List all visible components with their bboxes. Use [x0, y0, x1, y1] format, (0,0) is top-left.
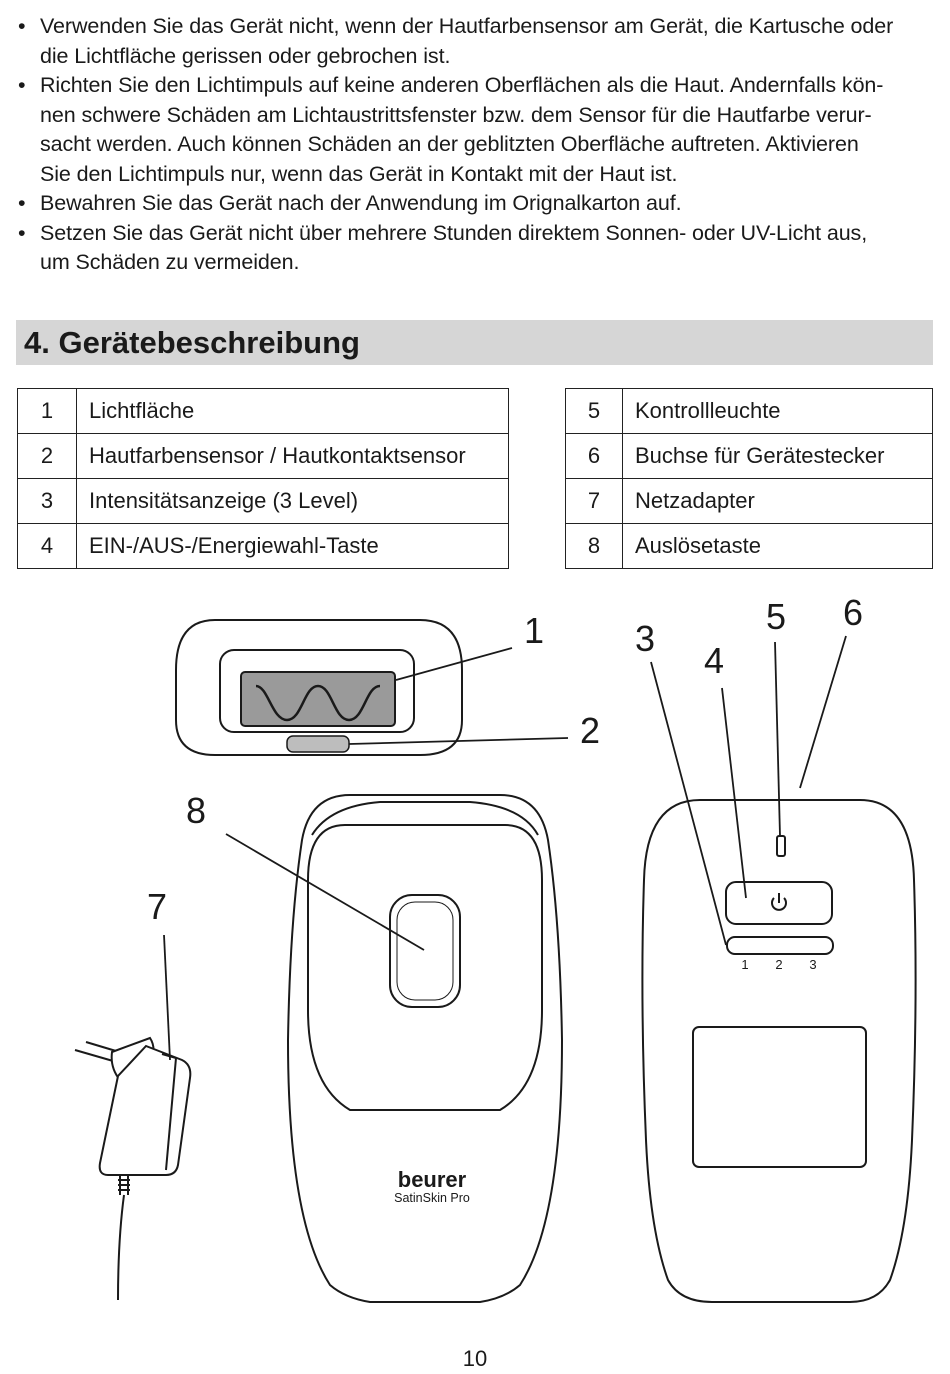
safety-bullet-list: • Verwenden Sie das Gerät nicht, wenn der… — [16, 12, 936, 278]
bullet-item: • Setzen Sie das Gerät nicht über mehrere… — [16, 219, 936, 278]
legend-number: 2 — [17, 433, 77, 479]
legend-number: 1 — [17, 388, 77, 434]
bullet-line: die Lichtfläche gerissen oder gebrochen … — [40, 43, 451, 68]
callout-line-3 — [650, 661, 727, 946]
trigger-button-inner — [396, 901, 454, 1001]
legend-label: Netzadapter — [622, 478, 933, 524]
legend-number: 4 — [17, 523, 77, 569]
callout-number: 1 — [524, 610, 544, 651]
legend-number: 8 — [565, 523, 623, 569]
wave-icon — [255, 684, 381, 722]
callout-line-6 — [799, 635, 847, 789]
legend-label: Kontrollleuchte — [622, 388, 933, 434]
bullet-item: • Bewahren Sie das Gerät nach der Anwendu… — [16, 189, 936, 219]
legend-label: Intensitätsanzeige (3 Level) — [76, 478, 509, 524]
callout-line-5 — [774, 641, 781, 837]
section-title: 4. Gerätebeschreibung — [24, 325, 360, 360]
callout-number: 2 — [580, 710, 600, 751]
legend-label: Lichtfläche — [76, 388, 509, 434]
callout-line-8 — [225, 833, 425, 951]
handpiece-body — [286, 794, 564, 1303]
adapter-strain-relief — [118, 1176, 130, 1195]
callout-number: 8 — [186, 790, 206, 831]
power-adapter — [74, 1036, 192, 1301]
callout-number: 4 — [704, 640, 724, 681]
brand-logo: beurer — [398, 1167, 467, 1192]
bullet-line: um Schäden zu vermeiden. — [40, 250, 300, 274]
bullet-line: sacht werden. Auch können Schäden an der… — [40, 132, 859, 156]
callout-line-7 — [163, 934, 171, 1061]
bullet-item: • Richten Sie den Lichtimpuls auf keine a… — [16, 71, 936, 189]
bullet-line: Sie den Lichtimpuls nur, wenn das Gerät … — [40, 161, 678, 186]
bullet-dot: • — [18, 220, 26, 245]
level-label: 1 — [741, 957, 748, 972]
power-icon — [771, 893, 787, 911]
callout-line-4 — [721, 687, 747, 899]
cartridge-slot — [692, 1026, 867, 1168]
level-label: 3 — [809, 957, 816, 972]
legend-label: Hautfarbensensor / Hautkontaktsensor — [76, 433, 509, 479]
legend-label: Buchse für Gerätestecker — [622, 433, 933, 479]
callout-numbers: 1 2 3 4 5 6 7 8 — [147, 592, 863, 927]
bullet-item: • Verwenden Sie das Gerät nicht, wenn der… — [16, 12, 936, 71]
bullet-line: Bewahren Sie das Gerät nach der Anwendun… — [40, 191, 682, 215]
page-number: 10 — [462, 1346, 488, 1371]
bullet-line: nen schwere Schäden am Lichtaustrittsfen… — [40, 102, 872, 127]
callout-line-1 — [395, 647, 513, 681]
legend-number: 7 — [565, 478, 623, 524]
handpiece-face — [307, 824, 543, 1111]
adapter-cable — [117, 1194, 125, 1301]
skin-sensor — [286, 735, 350, 753]
light-cartridge — [175, 619, 463, 756]
section-header: 4. Gerätebeschreibung — [16, 320, 933, 365]
control-led — [776, 835, 786, 857]
handpiece-head-ridge — [311, 801, 539, 836]
legend-number: 5 — [565, 388, 623, 434]
intensity-indicator — [726, 936, 834, 955]
bullet-line: Setzen Sie das Gerät nicht über mehrere … — [40, 220, 868, 245]
legend-number: 3 — [17, 478, 77, 524]
power-button — [725, 881, 833, 925]
callout-lines — [163, 635, 847, 1061]
callout-number: 5 — [766, 596, 786, 637]
callout-line-2 — [348, 737, 569, 745]
bullet-line: Verwenden Sie das Gerät nicht, wenn der … — [40, 14, 894, 38]
callout-number: 6 — [843, 592, 863, 633]
bullet-dot: • — [18, 191, 26, 215]
callout-number: 7 — [147, 886, 167, 927]
light-surface — [240, 671, 396, 727]
device-diagram: beurer SatinSkin Pro 1 2 3 — [74, 592, 917, 1303]
level-label: 2 — [775, 957, 782, 972]
trigger-button — [389, 894, 461, 1008]
handpiece-back-body — [641, 799, 917, 1303]
legend-number: 6 — [565, 433, 623, 479]
legend-label: Auslösetaste — [622, 523, 933, 569]
model-name: SatinSkin Pro — [394, 1191, 470, 1205]
handpiece-front: beurer SatinSkin Pro — [286, 794, 564, 1303]
bullet-line: Richten Sie den Lichtimpuls auf keine an… — [40, 73, 884, 97]
legend-label: EIN-/AUS-/Energiewahl-Taste — [76, 523, 509, 569]
handpiece-back: 1 2 3 — [641, 799, 917, 1303]
callout-number: 3 — [635, 618, 655, 659]
bullet-dot: • — [18, 14, 26, 38]
adapter-side — [161, 1053, 178, 1171]
bullet-dot: • — [18, 73, 26, 97]
